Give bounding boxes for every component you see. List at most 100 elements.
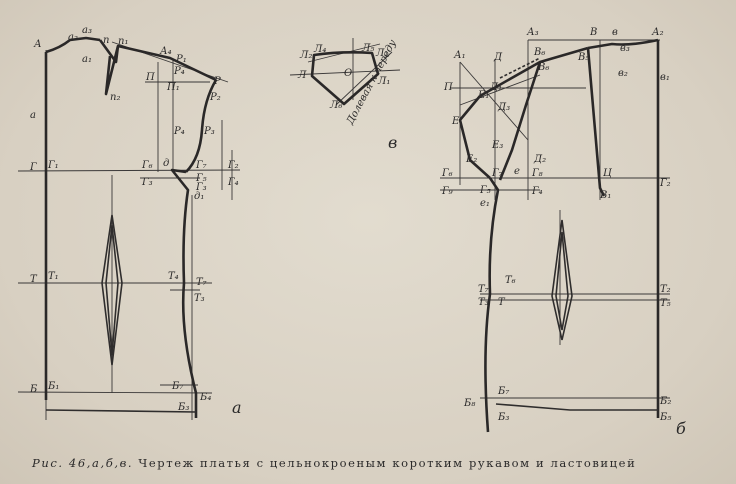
label-b-T: Т	[498, 297, 506, 308]
label-b-G8: Г₈	[531, 168, 543, 179]
b-side-seam	[484, 177, 500, 433]
label-b-Ts: Ц	[603, 168, 613, 179]
label-b-B8: Б₈	[463, 398, 475, 409]
label-b-T5: Т₅	[660, 298, 671, 309]
label-L3: Л₃	[375, 48, 388, 59]
label-a: а	[30, 110, 36, 121]
panel-b: А₁ А₃ В в А₂ Д В₆ в₃ В₅ В₆ в₂ в₁ П Е₁ Д₁…	[440, 27, 686, 438]
label-B1: Б₁	[47, 381, 59, 392]
label-b-A1: А₁	[453, 50, 466, 61]
label-b-v: в	[612, 27, 618, 38]
label-b-B5: Б₅	[659, 412, 671, 423]
b-neckline	[587, 38, 659, 50]
label-b-G6: Г₆	[441, 168, 453, 179]
label-b-G2: Г₂	[659, 178, 671, 189]
label-G7: Г₇	[195, 160, 207, 171]
label-T: Т	[30, 274, 38, 285]
label-O: О	[344, 68, 352, 79]
label-b-e: е	[514, 166, 520, 177]
label-T4: Т₄	[168, 271, 179, 282]
label-b-G9: Г₉	[441, 186, 453, 197]
label-b-v3: в₃	[620, 43, 630, 54]
label-b-E1: Е₁	[477, 90, 489, 101]
a-hem-line	[17, 391, 213, 394]
label-L6: Л₆	[329, 100, 342, 111]
label-d1: д₁	[194, 191, 204, 202]
panel-a: А а₂ а₃ п п₁ а₁ п₂ А₄ Р₁ Р₄ Р Р₂ П П₁ а …	[17, 25, 242, 420]
label-P3: Р₃	[203, 126, 215, 137]
label-b-D3: Д₃	[497, 102, 510, 113]
label-G6: Г₆	[141, 160, 153, 171]
label-G3: Г₃	[141, 177, 153, 188]
label-b-V5: В₅	[577, 52, 589, 63]
label-b-G7: Г₇	[491, 168, 503, 179]
label-b-E2: Е₂	[465, 154, 477, 165]
label-L: Л	[297, 70, 307, 81]
label-L5: Л₅	[361, 43, 374, 54]
label-b-B2: Б₂	[659, 396, 671, 407]
label-G2: Г₂	[227, 160, 239, 171]
panel-letter-b: б	[676, 419, 686, 438]
label-Pi1: П₁	[166, 82, 180, 93]
label-L4: Л₄	[313, 44, 326, 55]
label-a3: а₃	[82, 25, 92, 36]
label-G5: Г₅	[195, 173, 207, 184]
b-underarm	[498, 61, 542, 181]
label-P2: Р₂	[209, 92, 221, 103]
label-b-T7: Т₇	[478, 284, 489, 295]
b-hem	[495, 403, 658, 411]
b-sleeve-hem	[458, 95, 491, 179]
b-shoulder-dart	[586, 47, 606, 197]
label-b-T6: Т₆	[505, 275, 516, 286]
label-a2: а₂	[68, 32, 78, 43]
figure-caption: Рис. 46,а,б,в. Чертеж платья с цельнокро…	[32, 456, 722, 470]
a-shoulder-seam	[117, 44, 217, 82]
label-b-P: П	[443, 82, 453, 93]
label-b-A3: А₃	[526, 27, 539, 38]
label-b-A2: А₂	[651, 27, 664, 38]
label-a1: а₁	[82, 54, 92, 65]
label-b-T3: Т₃	[478, 297, 489, 308]
label-B4: Б₄	[199, 392, 211, 403]
label-n2: п₂	[110, 92, 120, 103]
label-P4top: Р₄	[173, 66, 185, 77]
a-side-seam	[170, 168, 198, 418]
label-G: Г	[29, 162, 37, 173]
v-grainline	[335, 51, 393, 106]
label-n: п	[103, 35, 109, 46]
label-P1: Р₁	[175, 54, 187, 65]
caption-text: Чертеж платья с цельнокроеным коротким р…	[138, 456, 637, 470]
label-B3: Б₃	[177, 402, 189, 413]
label-b-E3: Е₃	[491, 140, 503, 151]
label-T7: Т₇	[196, 277, 207, 288]
label-b-D: Д	[493, 52, 503, 63]
label-b-v1: в₁	[660, 72, 670, 83]
caption-prefix: Рис. 46,а,б,в.	[32, 456, 134, 470]
a-waist-dart-inner	[105, 224, 119, 356]
label-b-B3: Б₃	[497, 412, 509, 423]
label-b-E: Е	[451, 116, 460, 127]
label-T3: Т₃	[194, 293, 205, 304]
a-waist-dart	[101, 214, 123, 366]
label-b-B7: Б₇	[497, 386, 509, 397]
v-gusset-outline	[310, 51, 380, 106]
b-hatched-edge	[499, 57, 541, 79]
label-G3b: Г₃	[195, 182, 207, 193]
a-bust-dart	[98, 39, 120, 96]
label-b-V6b: В₆	[537, 62, 549, 73]
label-B: Б	[29, 384, 38, 395]
label-G1: Г₁	[47, 160, 59, 171]
v-horizontal	[289, 69, 401, 76]
label-b-T2: Т₂	[660, 284, 671, 295]
label-b-G4: Г₄	[531, 186, 543, 197]
label-b-G5: Г₅	[479, 185, 491, 196]
panel-letter-a: а	[232, 398, 242, 417]
b-waist-dart-inner	[555, 231, 569, 331]
label-P: Р	[213, 76, 221, 87]
b-sleeve-line	[459, 74, 541, 106]
a-neckline	[45, 36, 101, 54]
label-L1: Л₁	[377, 76, 390, 87]
label-G4: Г₄	[227, 177, 239, 188]
panel-letter-v: в	[388, 133, 397, 152]
label-B7: Б₇	[171, 381, 183, 392]
